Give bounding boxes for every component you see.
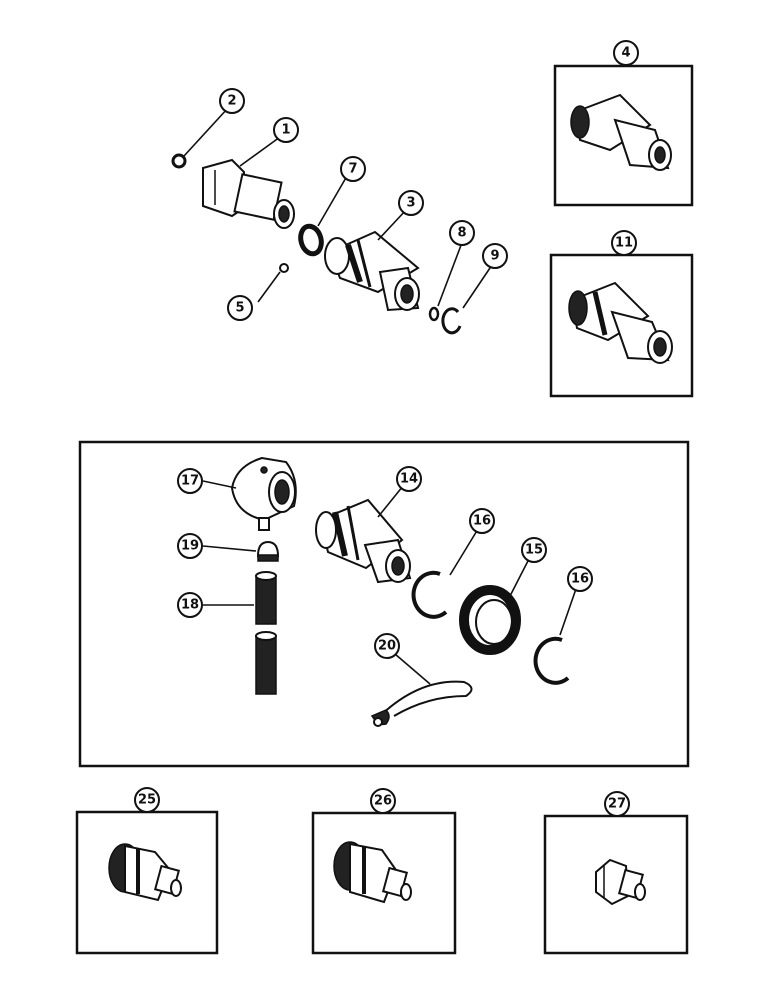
o-ring-icon <box>298 223 324 257</box>
callout-4: 4 <box>613 40 639 66</box>
svg-text:1: 1 <box>281 123 290 138</box>
tip-icon <box>108 843 182 902</box>
svg-text:7: 7 <box>348 162 357 177</box>
ball-icon <box>279 263 289 273</box>
svg-text:2: 2 <box>227 94 236 109</box>
cap-nut-icon <box>256 540 280 562</box>
kit-frame <box>78 440 690 768</box>
coupler-assembly-icon <box>570 93 672 171</box>
svg-text:18: 18 <box>181 598 199 613</box>
callout-16: 16 <box>567 566 593 592</box>
callout-1: 1 <box>273 117 299 143</box>
callout-8: 8 <box>449 220 475 246</box>
callout-25: 25 <box>134 787 160 813</box>
svg-text:11: 11 <box>615 236 633 251</box>
callout-2: 2 <box>219 88 245 114</box>
callout-18: 18 <box>177 592 203 618</box>
callout-5: 5 <box>227 295 253 321</box>
tip-icon <box>333 841 412 904</box>
callout-9: 9 <box>482 243 508 269</box>
small-o-ring-icon <box>428 306 440 322</box>
callout-7: 7 <box>340 156 366 182</box>
svg-text:15: 15 <box>525 543 543 558</box>
svg-text:5: 5 <box>235 301 244 316</box>
callout-27: 27 <box>604 791 630 817</box>
sleeve-ring-icon <box>459 585 521 655</box>
svg-text:9: 9 <box>490 249 499 264</box>
callout-15: 15 <box>521 537 547 563</box>
tip-icon <box>595 858 646 906</box>
svg-text:14: 14 <box>400 472 418 487</box>
snap-ring-icon <box>533 636 570 685</box>
snap-ring-icon <box>411 570 448 619</box>
coupler-icon <box>315 498 412 584</box>
svg-text:16: 16 <box>571 572 589 587</box>
svg-text:20: 20 <box>378 639 396 654</box>
callout-26: 26 <box>370 788 396 814</box>
callout-3: 3 <box>398 190 424 216</box>
callout-16: 16 <box>469 508 495 534</box>
svg-text:16: 16 <box>473 514 491 529</box>
svg-text:26: 26 <box>374 794 392 809</box>
coupler-assembly-icon <box>568 281 673 364</box>
callout-19: 19 <box>177 533 203 559</box>
snap-ring-icon <box>441 307 462 335</box>
svg-text:19: 19 <box>181 539 199 554</box>
callout-17: 17 <box>177 468 203 494</box>
callout-20: 20 <box>374 633 400 659</box>
male-coupler-body-icon <box>202 158 295 229</box>
spacer-tube-icon <box>255 571 277 695</box>
callout-14: 14 <box>396 466 422 492</box>
svg-text:4: 4 <box>621 46 630 61</box>
dust-cap-strap-icon <box>370 680 473 727</box>
frame-4 <box>553 64 694 207</box>
svg-text:27: 27 <box>608 797 626 812</box>
callout-11: 11 <box>611 230 637 256</box>
bracket-housing-icon <box>230 456 297 531</box>
svg-text:25: 25 <box>138 793 156 808</box>
small-ring-icon <box>171 153 187 169</box>
svg-text:17: 17 <box>181 474 199 489</box>
svg-text:3: 3 <box>406 196 415 211</box>
female-coupler-icon <box>324 230 420 312</box>
svg-text:8: 8 <box>457 226 466 241</box>
